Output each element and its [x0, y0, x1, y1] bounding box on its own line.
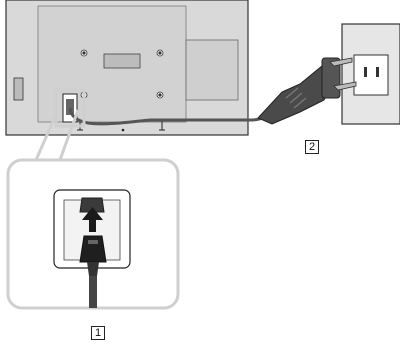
- insert-arrow-icon: [82, 207, 103, 232]
- wall-outlet-icon: [341, 23, 400, 125]
- tv-back-icon: [5, 0, 249, 136]
- callout-highlight: [54, 88, 86, 128]
- callout-connector: [34, 109, 80, 161]
- ac-inlet-icon: [79, 197, 105, 213]
- power-plug-icon: [257, 57, 357, 125]
- connector-plug: [79, 235, 107, 308]
- step-1-label: 1: [91, 326, 105, 340]
- step-2-label: 2: [305, 140, 319, 154]
